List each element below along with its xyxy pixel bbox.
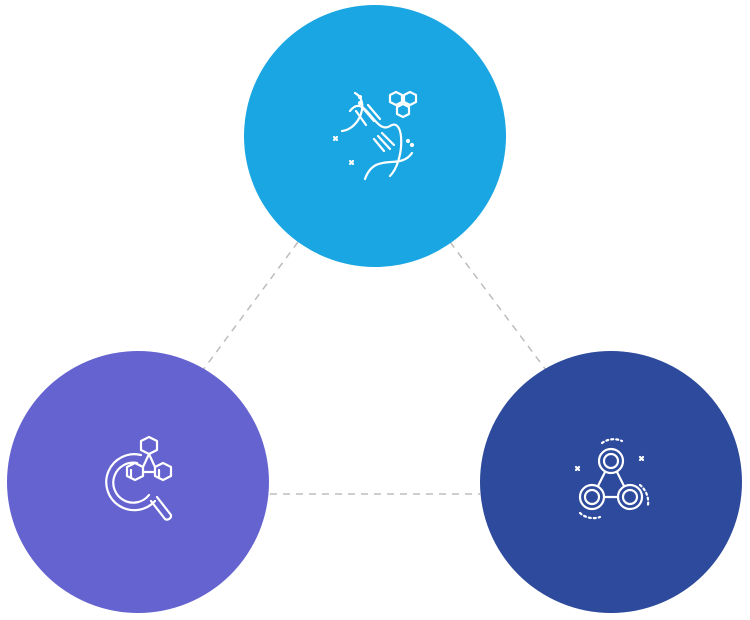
connector-top-left: [202, 241, 299, 371]
node-right-circle: [480, 351, 742, 613]
molecular-structure-icon: [556, 427, 666, 537]
molecule-search-icon: [83, 427, 193, 537]
node-top-circle: [244, 5, 506, 267]
dna-molecule-icon: [320, 81, 430, 191]
node-left-circle: [7, 351, 269, 613]
connector-top-right: [449, 241, 547, 371]
